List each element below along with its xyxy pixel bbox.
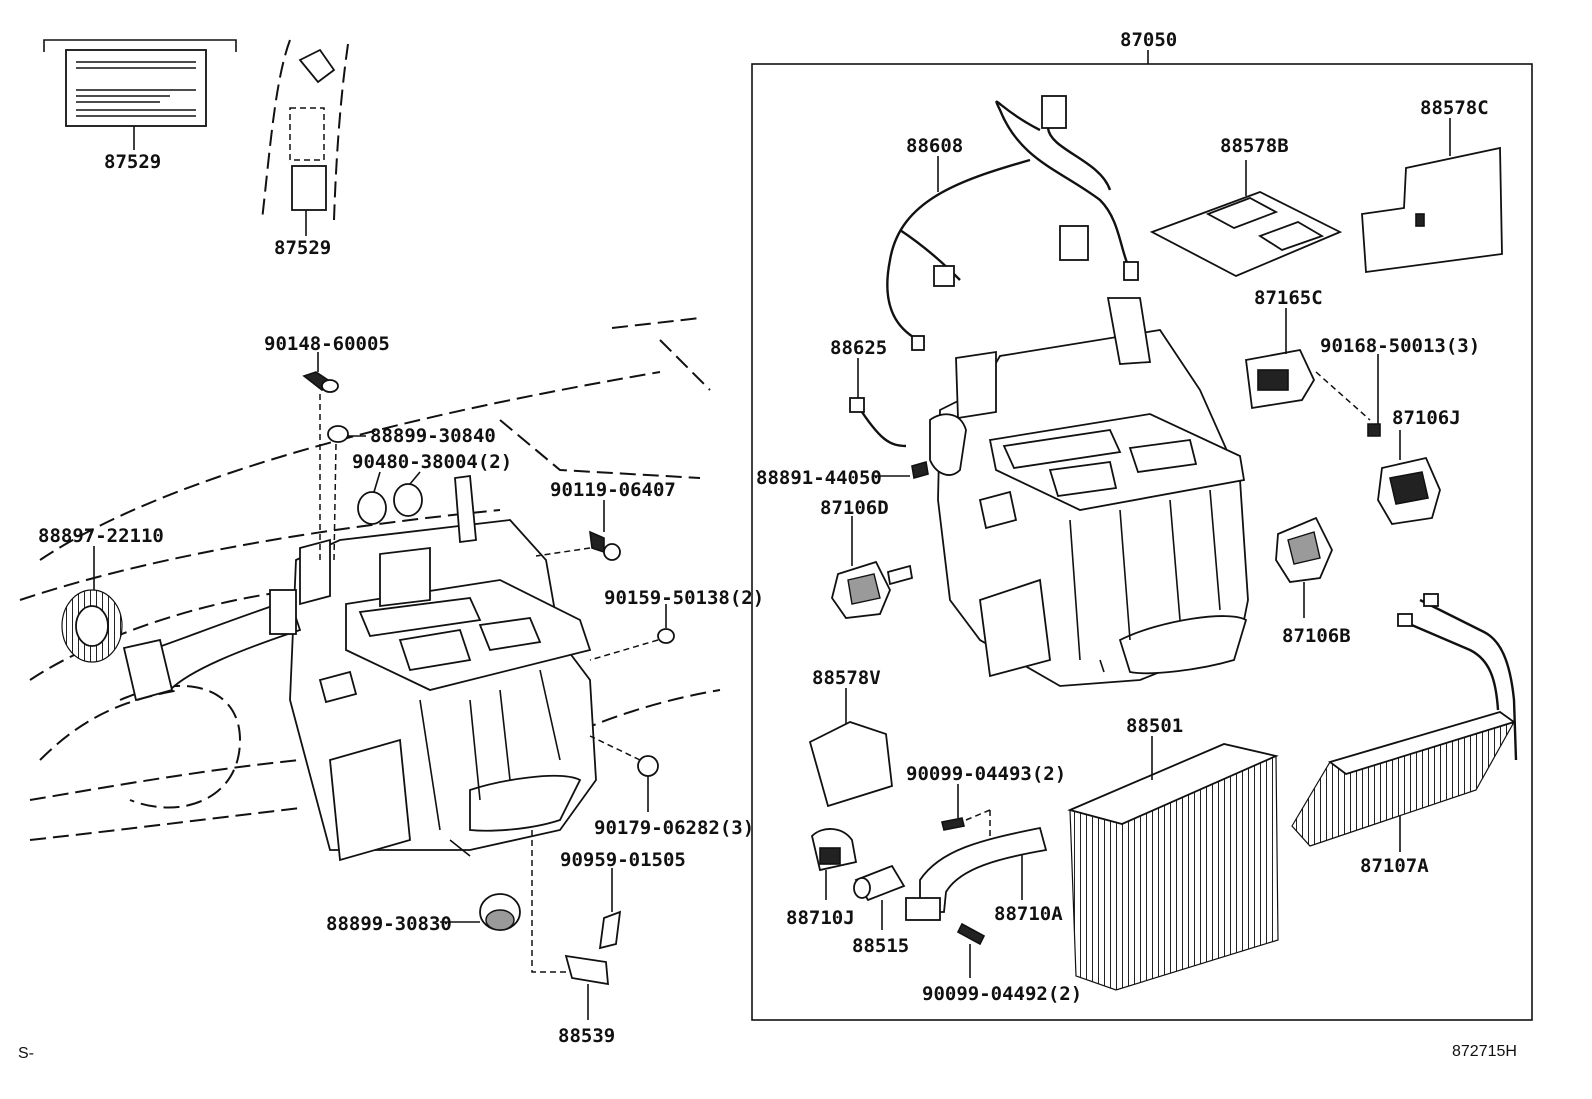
pipe-assembly-left — [122, 589, 302, 702]
hood-label-strips — [261, 39, 349, 236]
bolt-90148 — [302, 352, 339, 560]
label-88899-30830: 88899-30830 — [326, 913, 452, 935]
label-88515: 88515 — [852, 935, 909, 957]
clip-88899-30840 — [327, 425, 366, 561]
label-88578B: 88578B — [1220, 135, 1289, 157]
label-87106D: 87106D — [820, 497, 889, 519]
clip-88891 — [872, 460, 929, 480]
nut-90159 — [589, 604, 675, 661]
hvac-unit-left — [289, 474, 597, 862]
heater-core-87107A — [1291, 593, 1518, 852]
caution-label-sticker — [43, 39, 237, 150]
label-87107A: 87107A — [1360, 855, 1429, 877]
servo-87106D — [831, 516, 914, 619]
servo-87106B — [1275, 516, 1333, 618]
label-87529-hood: 87529 — [274, 237, 331, 259]
label-87106B: 87106B — [1282, 625, 1351, 647]
nut-90179 — [589, 735, 659, 812]
actuator-87165C — [1245, 308, 1316, 410]
label-90148-60005: 90148-60005 — [264, 333, 390, 355]
label-90179-06282: 90179-06282(3) — [594, 817, 754, 839]
corner-note-left: S- — [18, 1045, 34, 1062]
pad-88578V — [808, 688, 893, 808]
wire-harness-88608 — [886, 95, 1139, 351]
label-87529-sticker: 87529 — [104, 151, 161, 173]
label-88501: 88501 — [1126, 715, 1183, 737]
label-88897-22110: 88897-22110 — [38, 525, 164, 547]
plug-88899-30830 — [440, 893, 521, 931]
filter-88578C — [1361, 118, 1503, 274]
switch-88710J — [811, 828, 858, 900]
dashboard-outline — [19, 317, 721, 841]
sensor-88625 — [849, 358, 907, 448]
assembly-87050-frame — [751, 50, 1533, 1021]
drain-hose-88539 — [531, 830, 610, 1020]
hvac-unit-right — [929, 297, 1249, 687]
label-87165C: 87165C — [1254, 287, 1323, 309]
label-88539: 88539 — [558, 1025, 615, 1047]
valve-88515 — [853, 864, 906, 930]
screw-90099-04493 — [941, 784, 991, 840]
label-90099-04493: 90099-04493(2) — [906, 763, 1066, 785]
clip-90959 — [598, 868, 622, 950]
label-88899-30840: 88899-30840 — [370, 425, 496, 447]
bolt-90119 — [535, 500, 621, 561]
label-90959-01505: 90959-01505 — [560, 849, 686, 871]
label-87050: 87050 — [1120, 29, 1177, 51]
pipe-88710A — [905, 826, 1048, 921]
evaporator-88501 — [1067, 736, 1279, 991]
grommet-88897 — [61, 546, 123, 663]
servo-87106J — [1377, 430, 1441, 525]
label-90168-50013: 90168-50013(3) — [1320, 335, 1480, 357]
label-88578C: 88578C — [1420, 97, 1489, 119]
label-88710A: 88710A — [994, 903, 1063, 925]
screw-90168 — [1315, 354, 1381, 437]
filter-88578B — [1149, 160, 1343, 277]
label-87106J: 87106J — [1392, 407, 1461, 429]
label-90119-06407: 90119-06407 — [550, 479, 676, 501]
screw-90099-04492 — [956, 922, 986, 978]
label-90159-50138: 90159-50138(2) — [604, 587, 764, 609]
label-88891-44050: 88891-44050 — [756, 467, 882, 489]
label-88625: 88625 — [830, 337, 887, 359]
label-88710J: 88710J — [786, 907, 855, 929]
diagram-id: 872715H — [1452, 1043, 1517, 1060]
label-90099-04492: 90099-04492(2) — [922, 983, 1082, 1005]
label-90480-38004: 90480-38004(2) — [352, 451, 512, 473]
label-88578V: 88578V — [812, 667, 881, 689]
plugs-90480 — [357, 471, 423, 525]
label-88608: 88608 — [906, 135, 963, 157]
